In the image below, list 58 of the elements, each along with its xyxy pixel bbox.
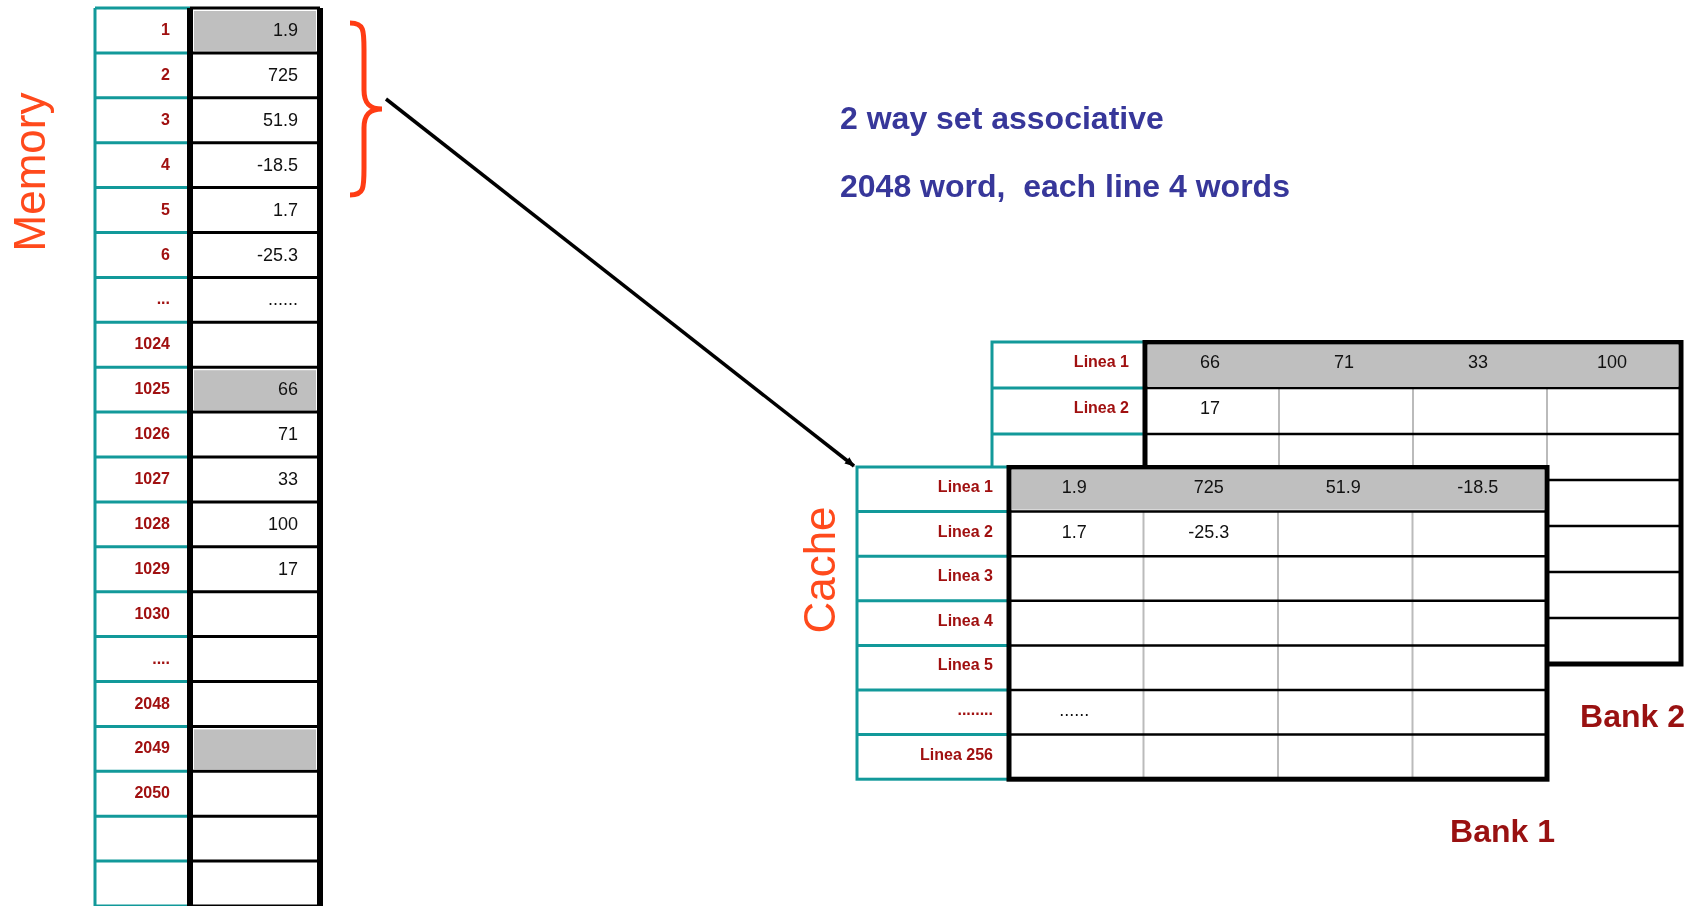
heading-text: 2 way set associative xyxy=(840,102,1165,134)
cache-value: 17 xyxy=(1199,399,1221,417)
cache-value: ...... xyxy=(1058,701,1091,719)
memory-value: 33 xyxy=(276,470,298,488)
heading-text: 2048 word, each line 4 words xyxy=(840,170,1291,202)
address-number: 1027 xyxy=(133,471,170,487)
memory-value: 725 xyxy=(266,65,298,84)
line-label: Linea 2 xyxy=(1072,400,1129,416)
address-number: .... xyxy=(151,650,170,667)
line-label: Linea 4 xyxy=(936,612,993,629)
memory-value: 66 xyxy=(276,380,298,399)
address-number: 1025 xyxy=(133,381,170,398)
cache-value: 33 xyxy=(1467,353,1489,371)
address-number: 2 xyxy=(160,66,170,83)
memory-value: 100 xyxy=(266,514,298,533)
cache-value: 725 xyxy=(1192,478,1225,496)
address-number: 1026 xyxy=(133,426,170,443)
address-number: 2049 xyxy=(133,740,170,757)
cache-value: 100 xyxy=(1595,353,1628,371)
memory-value: 17 xyxy=(276,559,298,578)
memory-value: 1.7 xyxy=(271,200,298,219)
address-number: 6 xyxy=(160,246,170,263)
line-label: Linea 3 xyxy=(936,568,993,585)
address-number: 2048 xyxy=(133,695,170,712)
cache-value: 51.9 xyxy=(1324,478,1362,496)
line-label: Linea 2 xyxy=(936,523,993,540)
memory-value: 51.9 xyxy=(261,110,298,129)
memory-value: -25.3 xyxy=(255,245,298,264)
cache-value: -25.3 xyxy=(1187,522,1231,541)
address-number: 1030 xyxy=(133,605,170,622)
cache-value: -18.5 xyxy=(1456,478,1500,496)
address-number: 3 xyxy=(160,111,170,128)
address-number: 1028 xyxy=(133,515,170,532)
address-number: 5 xyxy=(160,201,170,218)
memory-value: 1.9 xyxy=(271,21,298,39)
arrow xyxy=(384,97,856,468)
address-number: 4 xyxy=(160,156,170,173)
line-label: ........ xyxy=(956,702,993,718)
address-number: 1024 xyxy=(133,336,170,353)
bank-heading: Bank 2 xyxy=(1579,700,1685,732)
address-number: 1029 xyxy=(133,560,170,577)
cache-value: 1.9 xyxy=(1060,478,1088,496)
memory-value: ...... xyxy=(267,290,298,309)
cache-value: 1.7 xyxy=(1060,522,1088,541)
line-label: Linea 1 xyxy=(1072,354,1129,370)
line-label: Linea 5 xyxy=(936,657,993,674)
memory-value: 71 xyxy=(276,425,298,444)
memory-value: -18.5 xyxy=(255,155,298,174)
line-label: Linea 1 xyxy=(936,479,993,495)
line-label: Linea 256 xyxy=(919,746,993,763)
cache-value: 71 xyxy=(1333,353,1355,371)
address-number: 2050 xyxy=(133,785,170,802)
bank-heading: Bank 1 xyxy=(1449,815,1555,847)
address-number: 1 xyxy=(160,22,170,38)
memory-heading: Memory xyxy=(8,92,52,252)
cache-heading: Cache xyxy=(798,505,842,636)
cache-value: 66 xyxy=(1199,353,1221,371)
address-number: ... xyxy=(155,291,170,308)
